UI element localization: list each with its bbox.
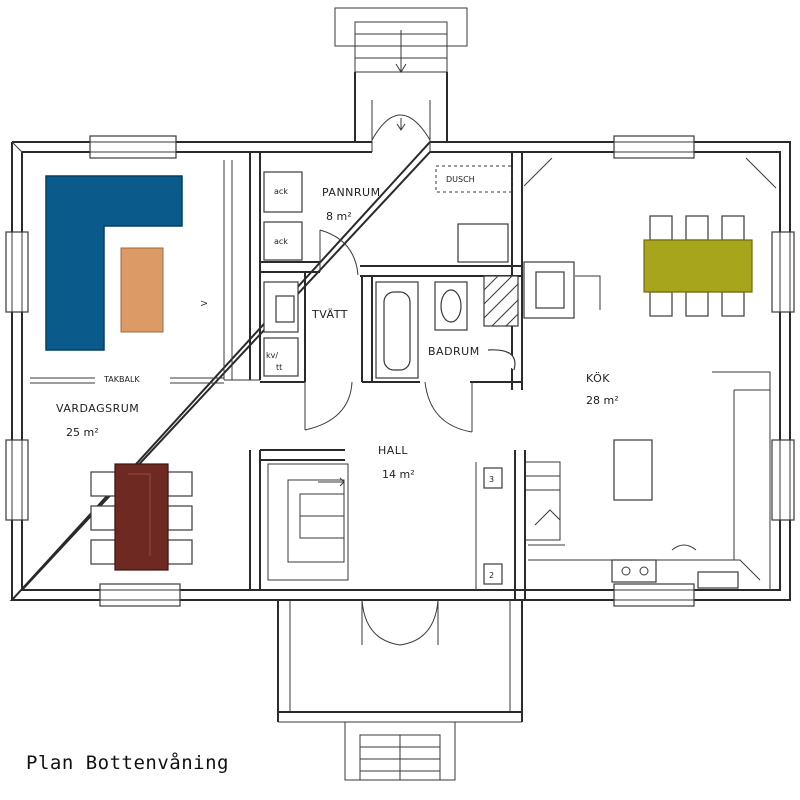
area-kok: 28 m² [586, 394, 619, 407]
bottom-porch [277, 599, 523, 781]
interior-doors [304, 229, 473, 433]
sofa [45, 175, 183, 351]
area-pannrum: 8 m² [326, 210, 352, 223]
label-tt: tt [276, 363, 282, 372]
label-hall: HALL [378, 444, 408, 457]
living-room-furniture [30, 175, 224, 571]
top-porch [334, 7, 468, 152]
label-ack-1: ack [274, 187, 288, 196]
pannrum-fixtures [263, 165, 513, 263]
stair-mark: V [200, 300, 209, 306]
area-hall: 14 m² [382, 468, 415, 481]
coffee-table [120, 247, 164, 333]
small-labels: TAKBALK DUSCH ack ack kv/ tt 3 2 [103, 175, 494, 580]
kitchen-furniture [523, 157, 777, 590]
kitchen-table [643, 239, 753, 293]
label-kok: KÖK [586, 372, 610, 385]
bath-fixtures [263, 275, 519, 379]
label-takbalk: TAKBALK [103, 375, 140, 384]
windows [5, 135, 795, 607]
label-ack-2: ack [274, 237, 288, 246]
stair-number-2: 2 [489, 571, 494, 580]
label-badrum: BADRUM [428, 345, 480, 358]
label-dusch: DUSCH [446, 175, 475, 184]
label-tvatt: TVÄTT [311, 308, 348, 321]
label-pannrum: PANNRUM [322, 186, 381, 199]
plan-caption: Plan Bottenvåning [26, 752, 229, 774]
dining-table [114, 463, 169, 571]
hall-stair [267, 462, 503, 590]
stair-number-1: 3 [489, 475, 494, 484]
label-kv: kv/ [266, 351, 278, 360]
label-vardagsrum: VARDAGSRUM [56, 402, 139, 415]
area-vardagsrum: 25 m² [66, 426, 99, 439]
room-labels: VARDAGSRUM 25 m² PANNRUM 8 m² TVÄTT BADR… [56, 186, 619, 481]
